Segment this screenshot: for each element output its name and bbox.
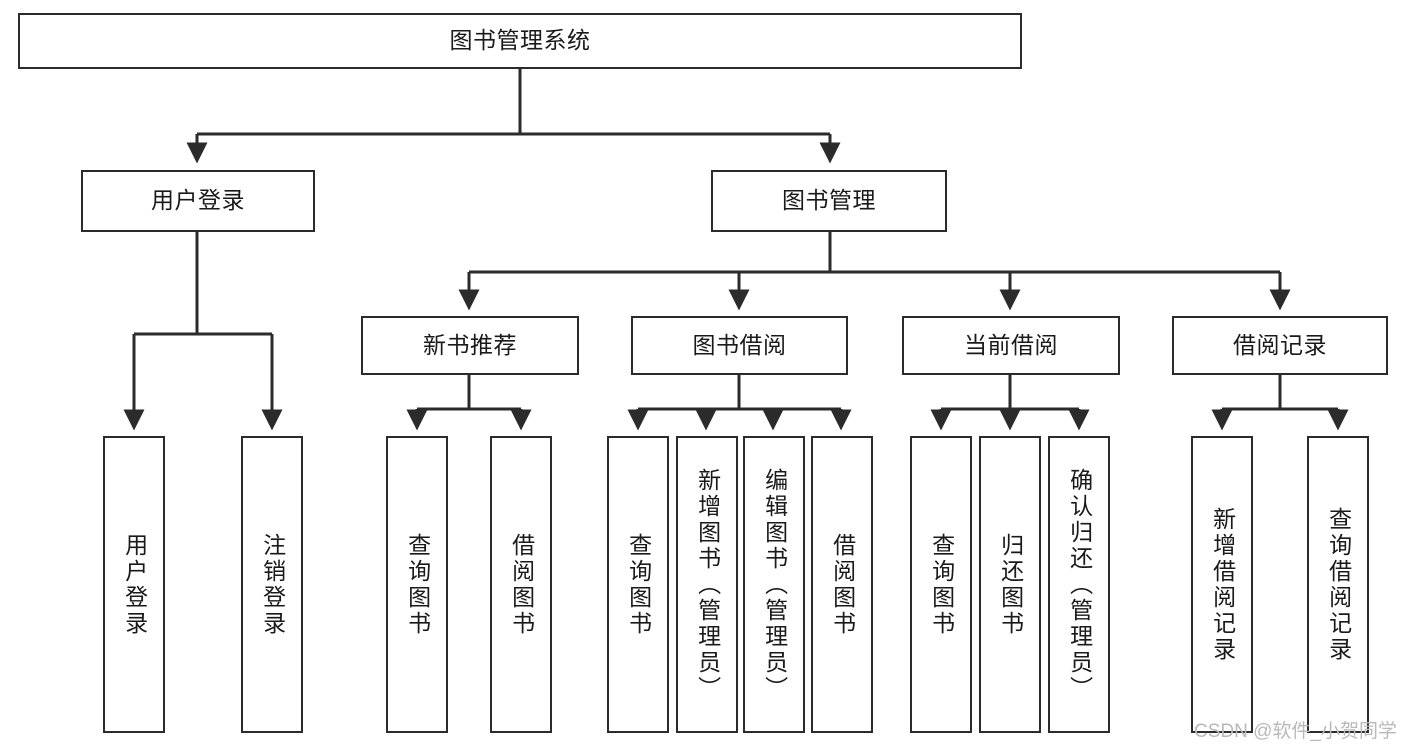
leaf-current-borrow-confirm[interactable]: 确认归还（管理员） bbox=[1048, 436, 1110, 733]
leaf-book-borrow-borrow-label: 借阅图书 bbox=[829, 532, 856, 637]
leaf-book-borrow-add[interactable]: 新增图书（管理员） bbox=[676, 436, 738, 733]
node-borrow-record[interactable]: 借阅记录 bbox=[1172, 316, 1388, 375]
leaf-new-book-query[interactable]: 查询图书 bbox=[386, 436, 448, 733]
leaf-new-book-query-label: 查询图书 bbox=[404, 532, 431, 637]
leaf-current-borrow-return-label: 归还图书 bbox=[997, 532, 1024, 637]
leaf-borrow-record-query-label: 查询借阅记录 bbox=[1325, 506, 1352, 663]
node-current-borrow[interactable]: 当前借阅 bbox=[902, 316, 1120, 375]
node-new-book-recommend-label: 新书推荐 bbox=[423, 331, 517, 358]
leaf-borrow-record-add-label: 新增借阅记录 bbox=[1209, 506, 1236, 663]
node-book-management-label: 图书管理 bbox=[782, 187, 876, 214]
node-user-login[interactable]: 用户登录 bbox=[81, 170, 315, 232]
leaf-user-login-logout[interactable]: 注销登录 bbox=[241, 436, 303, 733]
leaf-book-borrow-edit[interactable]: 编辑图书（管理员） bbox=[743, 436, 805, 733]
leaf-book-borrow-borrow[interactable]: 借阅图书 bbox=[811, 436, 873, 733]
leaf-current-borrow-return[interactable]: 归还图书 bbox=[979, 436, 1041, 733]
leaf-book-borrow-edit-label: 编辑图书（管理员） bbox=[761, 467, 788, 702]
node-user-login-label: 用户登录 bbox=[151, 187, 245, 214]
leaf-borrow-record-query[interactable]: 查询借阅记录 bbox=[1307, 436, 1369, 733]
leaf-user-login-login-label: 用户登录 bbox=[121, 532, 148, 637]
leaf-user-login-login[interactable]: 用户登录 bbox=[103, 436, 165, 733]
leaf-user-login-logout-label: 注销登录 bbox=[259, 532, 286, 637]
leaf-borrow-record-add[interactable]: 新增借阅记录 bbox=[1191, 436, 1253, 733]
node-root-label: 图书管理系统 bbox=[449, 27, 591, 54]
leaf-book-borrow-add-label: 新增图书（管理员） bbox=[694, 467, 721, 702]
leaf-book-borrow-query-label: 查询图书 bbox=[625, 532, 652, 637]
leaf-new-book-borrow-label: 借阅图书 bbox=[508, 532, 535, 637]
leaf-book-borrow-query[interactable]: 查询图书 bbox=[607, 436, 669, 733]
csdn-watermark: CSDN @软件_小贺同学 bbox=[1194, 721, 1397, 742]
leaf-current-borrow-query[interactable]: 查询图书 bbox=[910, 436, 972, 733]
node-root[interactable]: 图书管理系统 bbox=[18, 13, 1022, 69]
node-borrow-record-label: 借阅记录 bbox=[1233, 331, 1327, 358]
leaf-current-borrow-query-label: 查询图书 bbox=[928, 532, 955, 637]
leaf-current-borrow-confirm-label: 确认归还（管理员） bbox=[1066, 467, 1093, 702]
node-book-borrow[interactable]: 图书借阅 bbox=[631, 316, 848, 375]
leaf-new-book-borrow[interactable]: 借阅图书 bbox=[490, 436, 552, 733]
node-book-management[interactable]: 图书管理 bbox=[711, 170, 947, 232]
node-new-book-recommend[interactable]: 新书推荐 bbox=[361, 316, 579, 375]
node-current-borrow-label: 当前借阅 bbox=[964, 331, 1058, 358]
node-book-borrow-label: 图书借阅 bbox=[692, 331, 787, 358]
